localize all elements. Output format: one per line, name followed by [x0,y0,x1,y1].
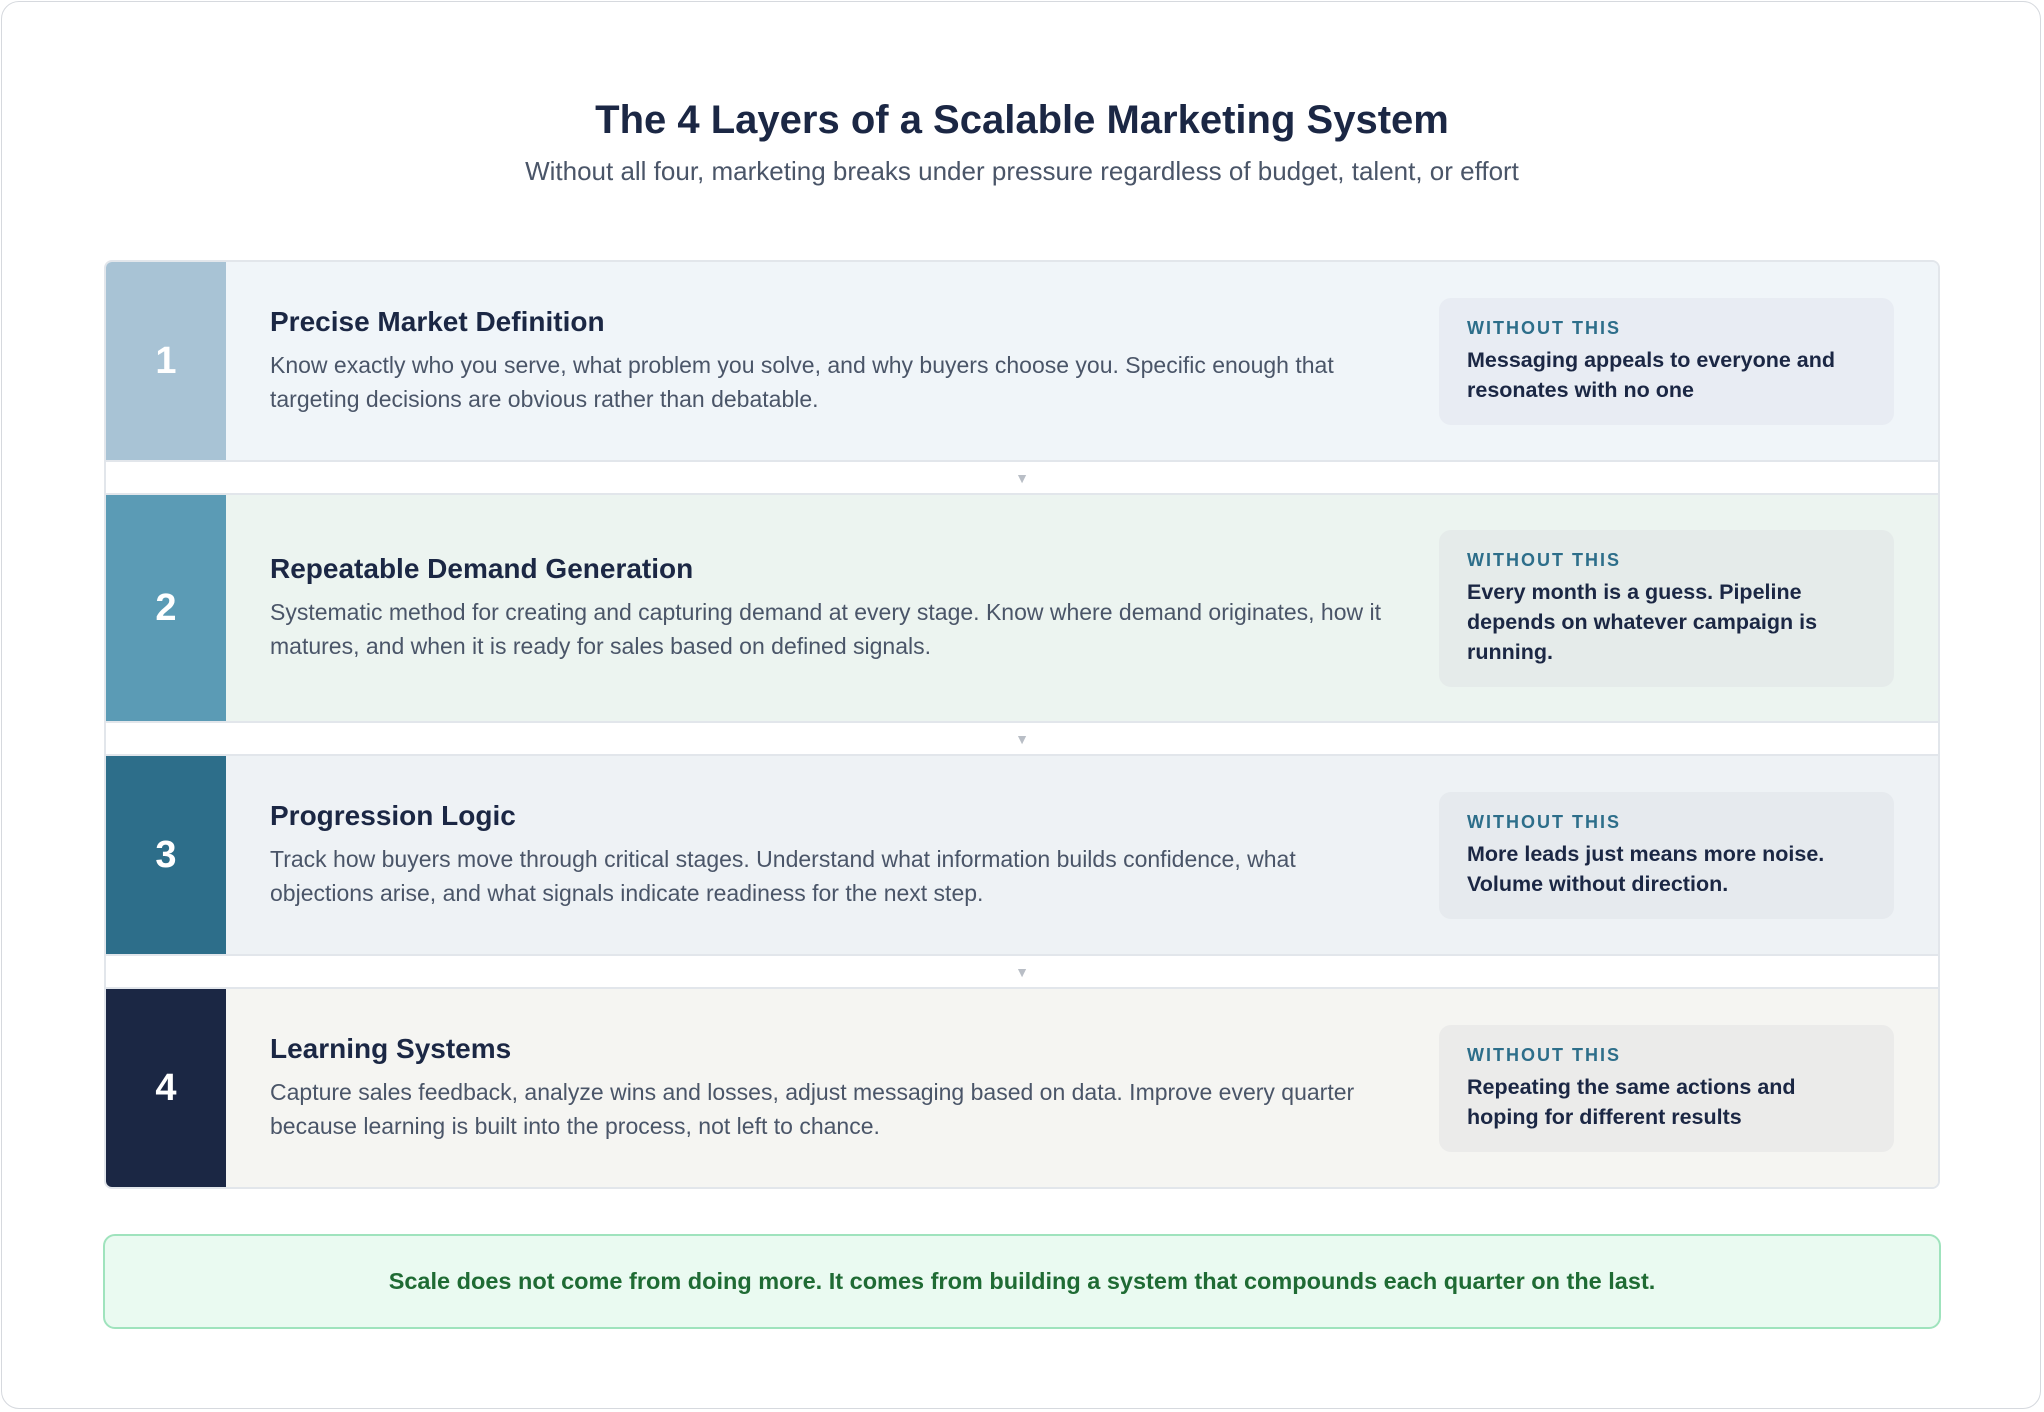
layer-description: Know exactly who you serve, what problem… [270,352,1334,412]
triangle-down-icon: ▼ [1015,963,1029,980]
without-this-box: WITHOUT THIS Messaging appeals to everyon… [1439,297,1894,425]
layer-number: 3 [106,756,226,954]
without-this-label: WITHOUT THIS [1467,549,1621,570]
without-this-label: WITHOUT THIS [1467,1044,1621,1065]
layer-number: 2 [106,495,226,721]
layer-title: Repeatable Demand Generation [270,553,694,584]
layer-description: Capture sales feedback, analyze wins and… [270,1079,1355,1139]
without-this-text: Messaging appeals to everyone and resona… [1467,347,1836,402]
connector: ▼ [106,460,1938,495]
connector: ▼ [106,954,1938,989]
layer-number: 1 [106,262,226,460]
without-this-text: More leads just means more noise. Volume… [1467,841,1825,896]
layer-title: Learning Systems [270,1033,512,1064]
layer-title: Progression Logic [270,800,516,831]
triangle-down-icon: ▼ [1015,730,1029,747]
page-title: The 4 Layers of a Scalable Marketing Sys… [595,98,1449,142]
layer-description: Systematic method for creating and captu… [270,599,1381,659]
without-this-text: Repeating the same actions and hoping fo… [1467,1074,1796,1129]
layer-description: Track how buyers move through critical s… [270,846,1296,906]
triangle-down-icon: ▼ [1015,469,1029,486]
without-this-text: Every month is a guess. Pipeline depends… [1467,579,1818,664]
without-this-label: WITHOUT THIS [1467,811,1621,832]
without-this-box: WITHOUT THIS Every month is a guess. Pipe… [1439,529,1894,687]
without-this-box: WITHOUT THIS Repeating the same actions a… [1439,1024,1894,1152]
footer-callout: Scale does not come from doing more. It … [103,1234,1941,1329]
without-this-box: WITHOUT THIS More leads just means more n… [1439,791,1894,919]
connector: ▼ [106,721,1938,756]
layer-title: Precise Market Definition [270,306,605,337]
layer-number: 4 [106,989,226,1187]
page-subtitle: Without all four, marketing breaks under… [525,156,1519,186]
without-this-label: WITHOUT THIS [1467,317,1621,338]
